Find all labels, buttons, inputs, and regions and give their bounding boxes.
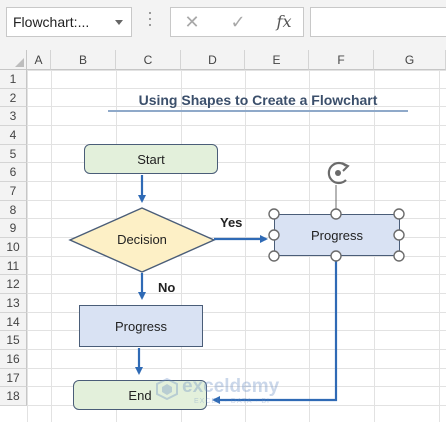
row-header-8[interactable]: 8 xyxy=(0,201,27,219)
row-header-16[interactable]: 16 xyxy=(0,350,27,369)
row-header-2[interactable]: 2 xyxy=(0,89,27,107)
name-box-value: Flowchart:... xyxy=(13,14,90,30)
column-header-d[interactable]: D xyxy=(181,50,245,70)
enter-icon[interactable]: ✓ xyxy=(230,12,246,32)
chevron-down-icon[interactable] xyxy=(115,20,123,25)
column-header-e[interactable]: E xyxy=(245,50,309,70)
row-gridline xyxy=(27,349,446,350)
row-gridline xyxy=(27,200,446,201)
row-gridline xyxy=(27,106,446,107)
row-header-13[interactable]: 13 xyxy=(0,294,27,313)
cancel-icon[interactable]: ✕ xyxy=(184,12,200,32)
column-header-a[interactable]: A xyxy=(27,50,51,70)
formula-actions: ✕ ✓ fx xyxy=(170,7,304,37)
row-header-11[interactable]: 11 xyxy=(0,257,27,275)
select-all-button[interactable] xyxy=(0,50,27,70)
row-gridline xyxy=(27,181,446,182)
row-gridline xyxy=(27,218,446,219)
row-gridline xyxy=(27,293,446,294)
column-header-g[interactable]: G xyxy=(374,50,446,70)
row-header-5[interactable]: 5 xyxy=(0,145,27,163)
column-header-f[interactable]: F xyxy=(309,50,374,70)
row-gridline xyxy=(27,368,446,369)
no-label: No xyxy=(158,280,176,295)
name-box[interactable]: Flowchart:... xyxy=(6,7,132,37)
row-header-15[interactable]: 15 xyxy=(0,331,27,350)
row-header-18[interactable]: 18 xyxy=(0,387,27,406)
row-header-6[interactable]: 6 xyxy=(0,163,27,182)
row-gridline xyxy=(27,125,446,126)
row-header-14[interactable]: 14 xyxy=(0,313,27,331)
start-node[interactable]: Start xyxy=(84,144,218,174)
yes-label: Yes xyxy=(220,215,243,230)
row-header-17[interactable]: 17 xyxy=(0,369,27,387)
title-underline xyxy=(108,110,408,112)
progress-node-selected[interactable]: Progress xyxy=(274,214,400,256)
decision-label[interactable]: Decision xyxy=(117,232,167,247)
row-gridline xyxy=(27,405,446,406)
drag-handle-icon[interactable] xyxy=(148,12,152,32)
sheet-title[interactable]: Using Shapes to Create a Flowchart xyxy=(138,92,378,108)
row-gridline xyxy=(27,162,446,163)
row-gridline xyxy=(27,256,446,257)
row-header-7[interactable]: 7 xyxy=(0,182,27,201)
row-header-1[interactable]: 1 xyxy=(0,70,27,89)
formula-bar: Flowchart:... ✕ ✓ fx xyxy=(0,0,446,50)
row-header-3[interactable]: 3 xyxy=(0,107,27,126)
row-gridline xyxy=(27,237,446,238)
row-header-4[interactable]: 4 xyxy=(0,126,27,145)
formula-input[interactable] xyxy=(310,7,446,37)
end-node[interactable]: End xyxy=(73,380,207,410)
row-gridline xyxy=(27,274,446,275)
column-header-c[interactable]: C xyxy=(116,50,181,70)
row-header-12[interactable]: 12 xyxy=(0,275,27,294)
progress-node-bottom[interactable]: Progress xyxy=(79,305,203,347)
row-header-10[interactable]: 10 xyxy=(0,238,27,257)
row-gridline xyxy=(27,88,446,89)
row-header-9[interactable]: 9 xyxy=(0,219,27,238)
row-gridline xyxy=(27,144,446,145)
column-header-b[interactable]: B xyxy=(51,50,116,70)
insert-function-icon[interactable]: fx xyxy=(276,12,292,31)
